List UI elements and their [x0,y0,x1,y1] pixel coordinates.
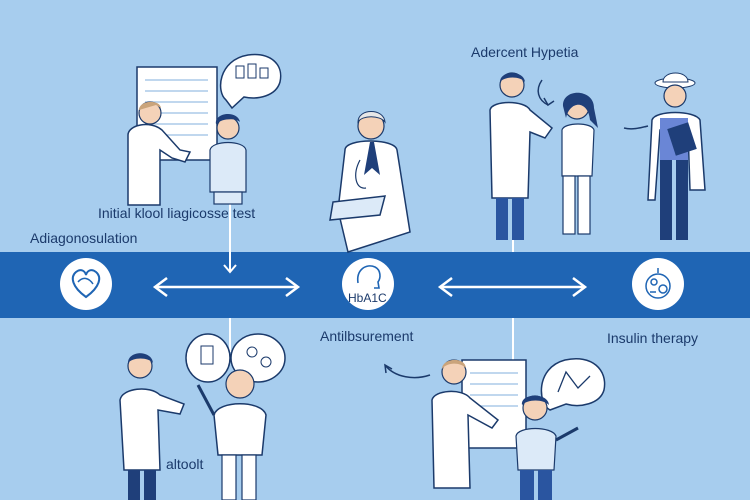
elderly-figure [623,72,706,240]
doctor-figure-right [489,72,554,240]
label-top-right-title: Adercent Hypetia [471,44,579,60]
curved-arrow-icon-bottom [384,364,431,379]
speech-bubble-icon-bottom [540,358,606,411]
scene-adercent-hypetia [489,72,706,240]
head-profile-icon [356,265,381,289]
speech-bubble-icon-left [185,333,231,383]
label-insulin-therapy: Insulin therapy [607,330,699,346]
node-brain [632,258,684,310]
person-back-figure [196,369,267,500]
doctor-figure-bottom-right [431,359,500,489]
label-bottom-left: altoolt [166,456,204,472]
down-arrow-icon [223,252,237,274]
scene-bottom-left [119,333,286,500]
speech-bubble-icon-right [230,333,286,383]
node-hba1c [342,258,394,310]
heart-icon [71,269,101,299]
double-arrow-icon-right [437,277,588,297]
doctor-figure-bottom [119,353,185,500]
curved-arrow-icon [537,79,549,106]
brain-gears-icon [645,268,671,299]
scene-initial-test [127,53,282,206]
speech-bubble-icon [219,53,282,110]
double-arrow-icon-left [152,277,301,297]
label-adiagnosulation: Adiagonosulation [30,230,138,246]
child-figure [209,113,247,205]
scene-bottom-right [384,358,606,500]
girl-figure [561,92,598,235]
doctor-figure [127,101,192,206]
label-initial-test: Initial klool liagicosse test [98,205,256,221]
node-heart [60,258,112,310]
label-hba1c: HbA1C [348,291,387,305]
label-antibsurement: Antilbsurement [320,328,414,344]
scene-doctor-clipboard [329,111,411,253]
boy-figure [515,395,579,500]
